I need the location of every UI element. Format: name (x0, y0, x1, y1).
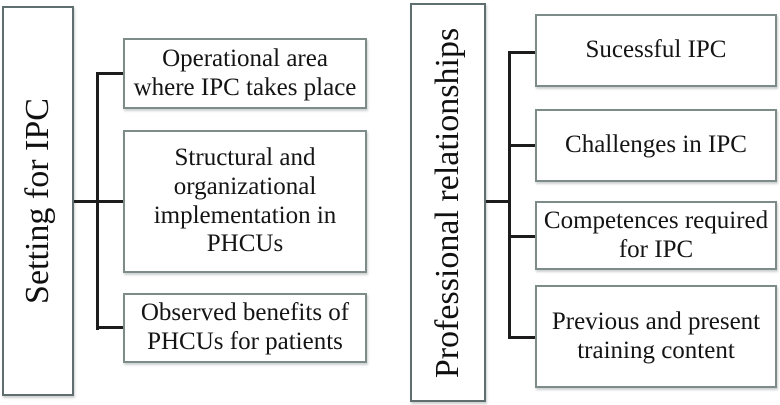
connector-right-branch-4 (508, 336, 535, 339)
item-text-line: PHCUs (206, 230, 284, 258)
category-title-setting-for-ipc: Setting for IPC (19, 98, 56, 304)
connector-right-spine (508, 51, 511, 339)
item-text-line: training content (577, 336, 735, 364)
item-text-line: PHCUs for patients (147, 328, 343, 355)
connector-right-main (486, 200, 511, 203)
item-text-line: Competences required (543, 206, 769, 234)
item-box-observed-benefits: Observed benefits of PHCUs for patients (123, 293, 367, 363)
connector-right-branch-3 (508, 235, 535, 238)
item-box-sucessful-ipc: Sucessful IPC (535, 14, 777, 87)
item-text-line: Operational area (162, 44, 328, 72)
item-box-structural-implementation: Structural and organizational implementa… (123, 130, 367, 273)
item-box-challenges-in-ipc: Challenges in IPC (535, 109, 777, 182)
item-text-line: Observed benefits of (140, 299, 350, 327)
item-text-line: organizational (173, 172, 317, 200)
item-box-operational-area: Operational area where IPC takes place (123, 38, 367, 109)
connector-left-branch-3 (96, 326, 123, 329)
item-text-line: Sucessful IPC (585, 36, 727, 64)
item-box-competences-required: Competences required for IPC (535, 201, 777, 270)
category-title-professional-relationships: Professional relationships (429, 27, 466, 378)
item-box-previous-training: Previous and present training content (535, 285, 777, 388)
category-box-professional-relationships: Professional relationships (410, 3, 486, 402)
item-text-line: where IPC takes place (133, 73, 357, 101)
connector-left-spine (96, 72, 99, 330)
item-text-line: Challenges in IPC (565, 131, 747, 159)
item-text-line: Previous and present (551, 307, 761, 335)
item-text-line: Structural and (174, 144, 316, 171)
category-box-setting-for-ipc: Setting for IPC (2, 6, 74, 396)
item-text-line: for IPC (618, 235, 694, 263)
connector-left-branch-1 (96, 72, 123, 75)
item-text-line: implementation in (153, 201, 337, 229)
connector-right-branch-2 (508, 144, 535, 147)
connector-right-branch-1 (508, 51, 535, 54)
